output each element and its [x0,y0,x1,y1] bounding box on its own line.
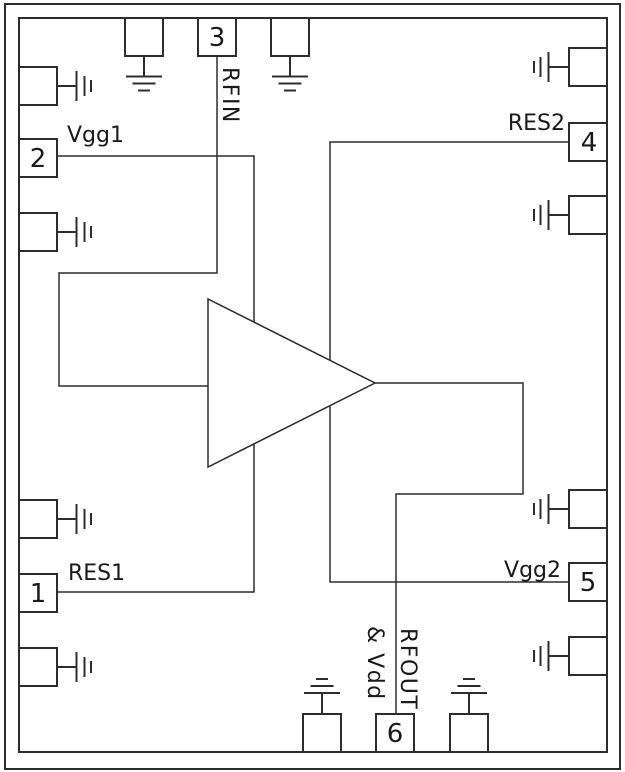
ground-icon [451,678,487,714]
bypass-pad [270,17,310,57]
bypass-pad [568,636,608,676]
bypass-pad [568,195,608,235]
ground-icon [272,56,308,92]
rfout-label-line2: & Vdd [362,626,387,701]
pin-pad-6 [375,713,415,753]
pin-number-4: 4 [581,128,598,158]
bypass-pad [18,647,58,687]
pin-number-5: 5 [580,568,597,598]
pin-number-3: 3 [209,23,226,53]
ground-icon [533,494,569,524]
res2-vgg2-wire [329,141,569,583]
ground-icon [57,217,92,247]
ground-icon [126,56,162,92]
res2-label: RES2 [508,111,565,136]
rfin-wire [58,56,218,387]
res1-label: RES1 [68,561,125,586]
ground-icon [533,52,569,82]
pin-pad-1 [18,573,58,613]
pin-number-6: 6 [387,719,404,749]
pin-number-2: 2 [30,144,47,174]
ground-icon [533,200,569,230]
pin-pad-5 [568,562,608,602]
ground-icon [304,678,340,714]
bypass-pad [124,17,164,57]
chip-outer-outline [4,3,621,770]
bypass-pad [18,212,58,252]
pin-number-1: 1 [30,579,47,609]
amplifier-triangle-icon [207,297,377,469]
ground-icon [533,641,569,671]
bypass-pad [568,47,608,87]
rfout-vdd-wire [375,382,524,714]
pin-pad-2 [18,138,58,178]
rfout-label-line1: RFOUT [395,628,420,710]
bypass-pad [18,66,58,106]
pin-pad-3 [197,17,237,57]
bypass-pad [302,713,342,753]
rfin-label: RFIN [217,67,242,124]
ground-icon [57,71,92,101]
ground-icon [57,504,92,534]
bypass-pad [18,499,58,539]
bypass-pad [568,489,608,529]
vgg2-label: Vgg2 [504,558,561,583]
vgg1-label: Vgg1 [67,123,124,148]
pin-pad-4 [568,122,608,162]
bypass-pad [449,713,489,753]
ground-icon [57,652,92,682]
